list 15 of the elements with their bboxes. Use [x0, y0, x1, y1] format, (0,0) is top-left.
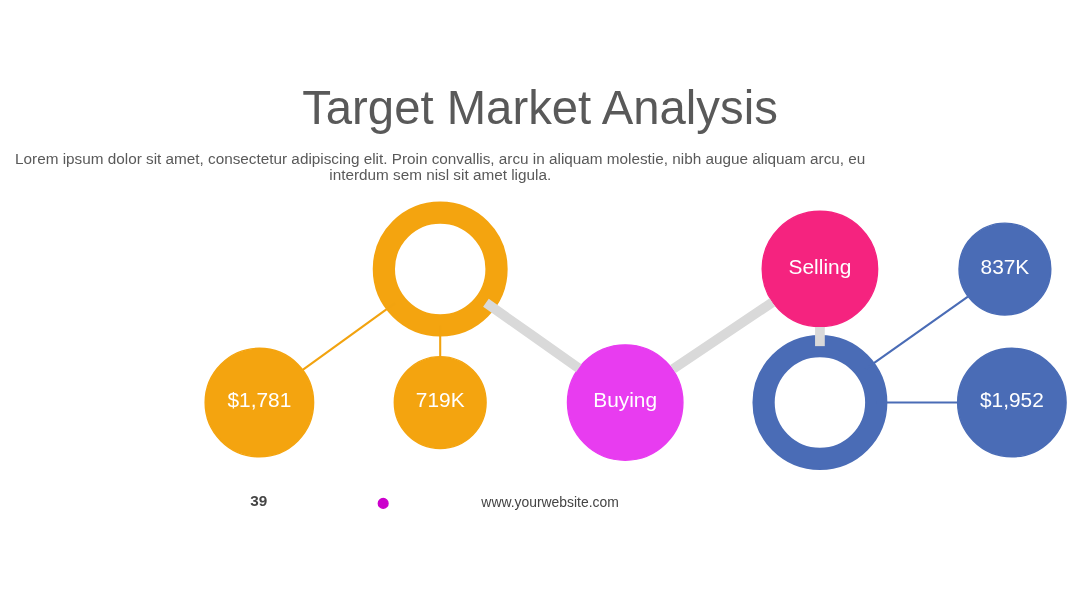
- node-circle: 719K: [393, 355, 487, 449]
- node-circle: Buying: [566, 343, 684, 461]
- node-circle: $1,781: [204, 347, 315, 457]
- connector: [483, 298, 582, 372]
- node-circle: [372, 201, 508, 336]
- node-circle: Selling: [761, 210, 879, 327]
- node-circle: 837K: [958, 221, 1052, 316]
- label: Lorem ipsum dolor sit amet, consectetur adipiscing elit. Proin convallis, arcu in aliquam molestie, nibh augue aliquam arcu, eu interdum sem nisl sit amet ligula.: [15, 149, 866, 183]
- connector: [815, 326, 825, 346]
- diagram-title: Target Market Analysis: [302, 80, 778, 134]
- label: 39: [250, 491, 268, 509]
- label: www.yourwebsite.com: [481, 493, 619, 510]
- node-circle: [752, 334, 888, 470]
- node-circle: $1,952: [956, 347, 1067, 457]
- connector: [670, 297, 775, 373]
